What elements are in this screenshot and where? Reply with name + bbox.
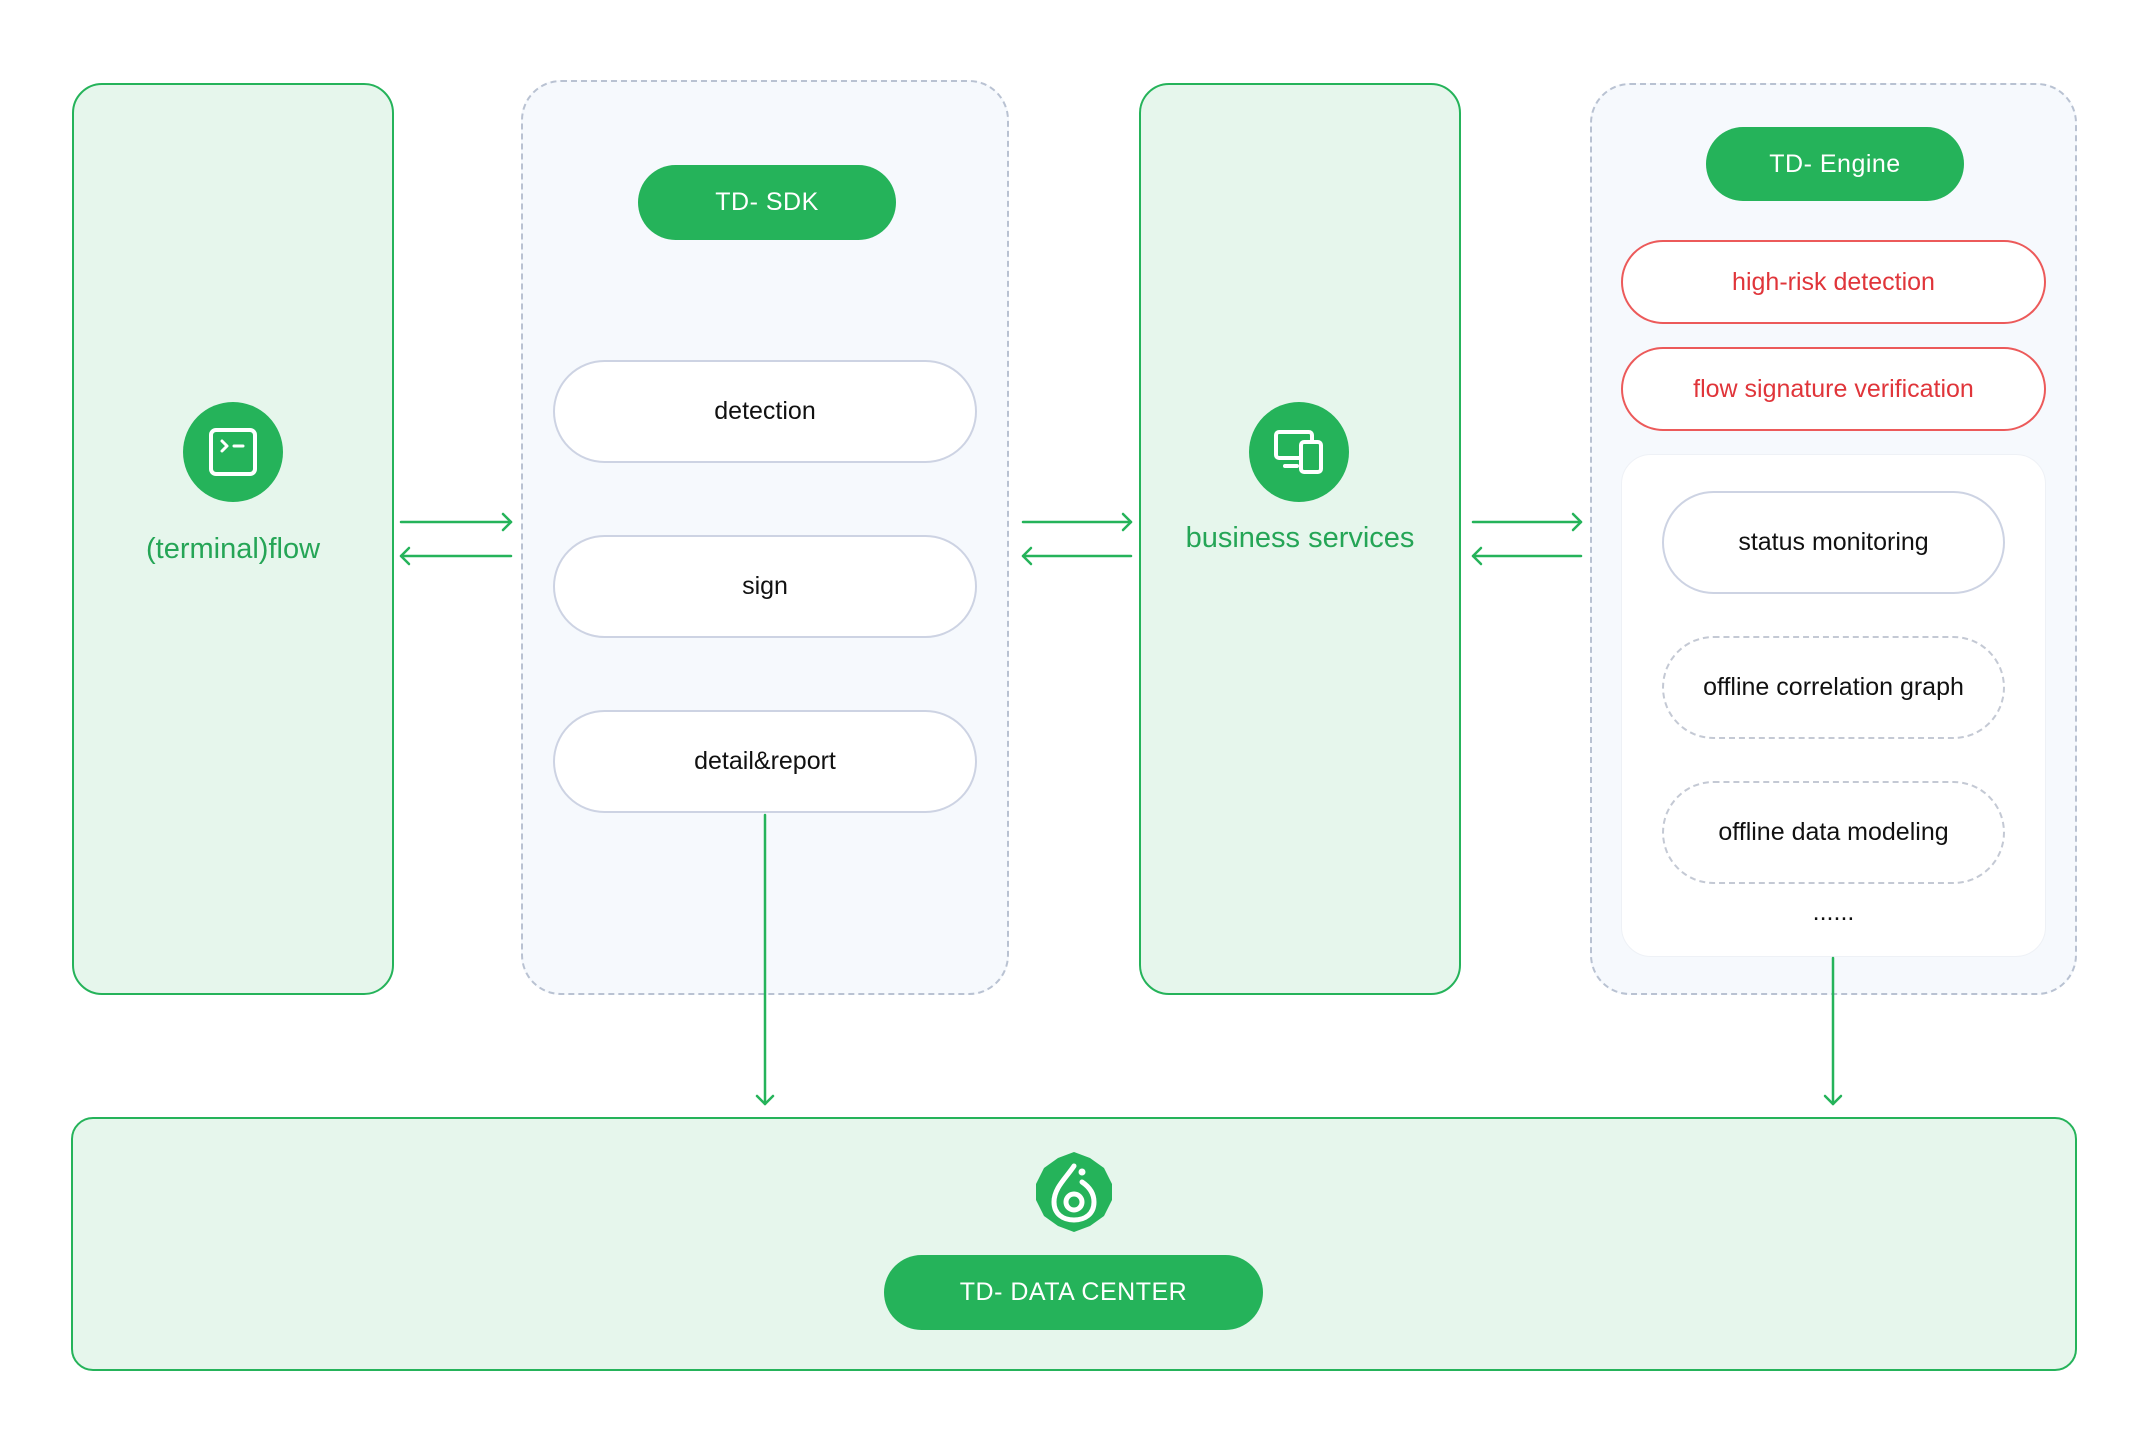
- terminal-flow-panel: [72, 83, 394, 995]
- terminal-icon: [183, 402, 283, 502]
- business-services-label: business services: [1185, 522, 1415, 554]
- engine-item-high-risk-detection: high-risk detection: [1621, 240, 2046, 324]
- engine-item-status-monitoring: status monitoring: [1662, 491, 2005, 594]
- engine-more-ellipsis: ......: [1812, 898, 1855, 926]
- data-center-title: TD- DATA CENTER: [884, 1255, 1263, 1330]
- engine-item-offline-correlation-graph: offline correlation graph: [1662, 636, 2005, 739]
- sdk-item-detection: detection: [553, 360, 977, 463]
- engine-item-flow-signature-verification: flow signature verification: [1621, 347, 2046, 431]
- sdk-item-detail-report: detail&report: [553, 710, 977, 813]
- business-services-panel: [1139, 83, 1461, 995]
- devices-icon: [1249, 402, 1349, 502]
- engine-title: TD- Engine: [1706, 127, 1964, 201]
- engine-item-offline-data-modeling: offline data modeling: [1662, 781, 2005, 884]
- sdk-title: TD- SDK: [638, 165, 896, 240]
- terminal-flow-label: (terminal)flow: [145, 533, 321, 565]
- sdk-item-sign: sign: [553, 535, 977, 638]
- data-drop-icon: [1032, 1150, 1116, 1234]
